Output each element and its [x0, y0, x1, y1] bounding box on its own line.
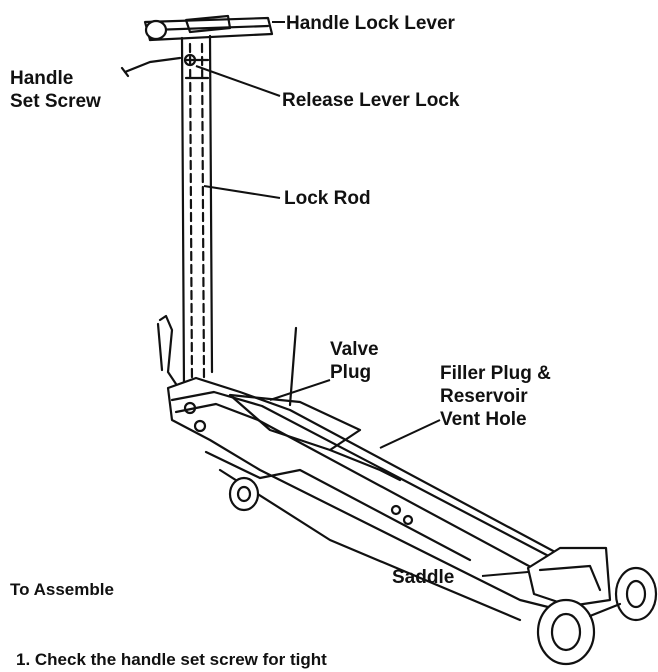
release-lever	[156, 314, 178, 386]
step-1-text: 1. Check the handle set screw for tight	[16, 650, 327, 669]
front-wheels	[536, 566, 658, 666]
saddle	[526, 546, 612, 608]
handle-grip	[143, 14, 274, 42]
label-handle-lock-lever: Handle Lock Lever	[286, 13, 455, 34]
label-lock-rod: Lock Rod	[284, 188, 371, 209]
label-release-lever-lock: Release Lever Lock	[282, 90, 460, 111]
label-saddle: Saddle	[392, 567, 455, 588]
handle-set-screw	[120, 53, 197, 78]
label-filler-plug: Filler Plug & Reservoir Vent Hole	[440, 363, 551, 430]
label-handle-set-screw: Handle Set Screw	[10, 68, 101, 112]
handle-tube	[180, 34, 214, 392]
leader-lines	[195, 21, 529, 577]
label-valve-plug: Valve Plug	[330, 339, 379, 383]
section-heading: To Assemble	[10, 580, 114, 599]
rear-caster	[228, 476, 260, 512]
